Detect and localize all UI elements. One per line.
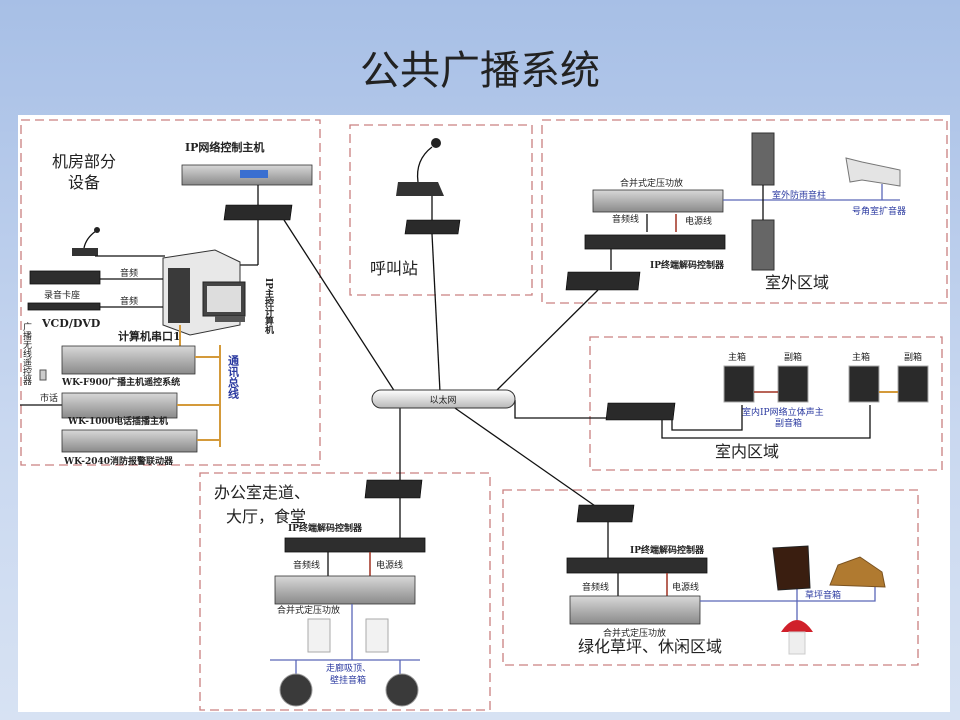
office-zone: 办公室走道、 大厅，食堂 IP终端解码控制器 音频线 电源线 合并式定压功放 走… xyxy=(214,479,426,707)
ip-main-computer xyxy=(162,249,246,336)
mushroom-speaker xyxy=(781,620,813,655)
lawn-decoder xyxy=(566,557,708,574)
outdoor-decoder xyxy=(584,234,726,250)
lawn-area-label: 绿化草坪、休闲区域 xyxy=(578,637,722,656)
zone-lawn xyxy=(502,489,919,666)
power-line-label: 电源线 xyxy=(685,215,712,227)
audio-label: 音频 xyxy=(120,267,138,279)
ceiling-speaker xyxy=(385,673,419,707)
microphone-icon xyxy=(396,138,444,196)
zone-outdoor xyxy=(541,119,948,304)
switch-machine-room xyxy=(223,204,293,221)
page-title: 公共广播系统 xyxy=(360,48,600,94)
audio-label-2: 音频 xyxy=(120,295,138,307)
indoor-speaker xyxy=(723,365,755,403)
lawn-amp-label: 合并式定压功放 xyxy=(603,627,666,639)
bus-label: 通讯总线 xyxy=(227,355,240,400)
wall-speaker xyxy=(365,618,389,653)
vcd-player xyxy=(27,302,101,311)
switch-office xyxy=(364,479,423,499)
wk-f900 xyxy=(61,345,196,375)
audio-line-label: 音频线 xyxy=(582,581,609,593)
lawn-decoder-label: IP终端解码控制器 xyxy=(630,544,705,556)
switch-lawn xyxy=(576,504,635,523)
office-amplifier xyxy=(274,575,416,605)
zone-indoor xyxy=(589,336,943,471)
outdoor-amplifier xyxy=(592,189,724,213)
audio-line-label: 音频线 xyxy=(612,213,639,225)
main-box-label: 主箱 xyxy=(728,351,746,363)
wireless-remote-label: 广播无线遥控器 xyxy=(21,321,32,385)
ip-host-label: IP网络控制主机 xyxy=(185,140,264,154)
wk-1000 xyxy=(61,392,178,419)
wireless-remote-icon xyxy=(39,369,47,381)
indoor-area-label: 室内区域 xyxy=(715,442,779,461)
ethernet-label: 以太网 xyxy=(429,394,456,406)
zone-call-station xyxy=(349,124,533,296)
ip-computer-label: IP主控计算机 xyxy=(263,278,274,335)
indoor-speaker-label-2: 副音箱 xyxy=(775,417,802,429)
serial-port-label: 计算机串口1 xyxy=(118,329,181,343)
indoor-speaker xyxy=(777,365,809,403)
network-links xyxy=(283,219,610,509)
horn-speaker-icon xyxy=(845,157,901,200)
wall-speaker xyxy=(307,618,331,653)
office-title-2: 大厅，食堂 xyxy=(226,507,306,526)
power-line-label: 电源线 xyxy=(672,581,699,593)
wk-2040-label: WK-2040消防报警联动器 xyxy=(63,455,174,467)
wk-1000-label: WK-1000电话插播主机 xyxy=(67,415,168,427)
indoor-zone: 主箱 副箱 主箱 副箱 室内IP网络立体声主 副音箱 室内区域 xyxy=(605,351,929,461)
wk-2040 xyxy=(61,429,198,453)
switch-indoor xyxy=(605,402,676,421)
outdoor-zone: 合并式定压功放 音频线 电源线 IP终端解码控制器 室外防雨音柱 号角室扩音器 … xyxy=(565,132,906,292)
communication-bus xyxy=(177,345,221,447)
office-decoder xyxy=(284,537,426,553)
lawn-amplifier xyxy=(569,595,701,625)
outdoor-amp-label: 合并式定压功放 xyxy=(620,177,683,189)
indoor-speaker xyxy=(897,365,929,403)
switch-call-station xyxy=(404,219,461,235)
outdoor-decoder-label: IP终端解码控制器 xyxy=(650,259,725,271)
wk-f900-label: WK-F900广播主机遥控系统 xyxy=(61,376,180,388)
column-speaker xyxy=(751,132,775,186)
switch-outdoor xyxy=(565,271,641,291)
sub-box-label: 副箱 xyxy=(784,351,802,363)
ceiling-speaker xyxy=(279,673,313,707)
indoor-speaker-label: 室内IP网络立体声主 xyxy=(742,406,824,418)
sub-box-label: 副箱 xyxy=(904,351,922,363)
microphone-icon xyxy=(72,227,100,256)
audio-line-label: 音频线 xyxy=(293,559,320,571)
host-display-icon xyxy=(240,170,268,178)
stump-speaker xyxy=(772,545,811,591)
zone-office xyxy=(199,472,491,711)
office-amp-label: 合并式定压功放 xyxy=(277,604,340,616)
main-box-label: 主箱 xyxy=(852,351,870,363)
machine-room: 机房部分 设备 IP网络控制主机 IP主控计算机 音频 录音卡座 音频 VCD/… xyxy=(20,140,313,467)
indoor-speaker xyxy=(848,365,880,403)
city-phone-label: 市话 xyxy=(40,392,58,404)
call-station-label: 呼叫站 xyxy=(370,259,418,278)
office-decoder-label: IP终端解码控制器 xyxy=(288,522,363,534)
office-speaker-label-2: 壁挂音箱 xyxy=(330,674,366,686)
machine-room-title: 机房部分 xyxy=(52,152,116,171)
lawn-speaker-label: 草坪音箱 xyxy=(805,589,841,601)
horn-label: 号角室扩音器 xyxy=(852,205,906,217)
outdoor-area-label: 室外区域 xyxy=(765,273,829,292)
office-title: 办公室走道、 xyxy=(214,483,310,502)
tape-deck-label: 录音卡座 xyxy=(44,289,80,301)
call-station: 呼叫站 xyxy=(370,138,461,278)
rock-speaker xyxy=(829,556,886,588)
machine-room-title-2: 设备 xyxy=(68,173,100,192)
column-speaker-label: 室外防雨音柱 xyxy=(772,189,826,201)
lawn-zone: IP终端解码控制器 音频线 电源线 合并式定压功放 草坪音箱 绿化草坪、休闲区域 xyxy=(566,504,886,656)
tape-deck xyxy=(29,270,101,285)
vcd-label: VCD/DVD xyxy=(41,317,101,330)
power-line-label: 电源线 xyxy=(376,559,403,571)
office-speaker-label: 走廊吸顶、 xyxy=(326,662,371,674)
ethernet-bus: 以太网 xyxy=(371,389,516,409)
column-speaker xyxy=(751,219,775,271)
